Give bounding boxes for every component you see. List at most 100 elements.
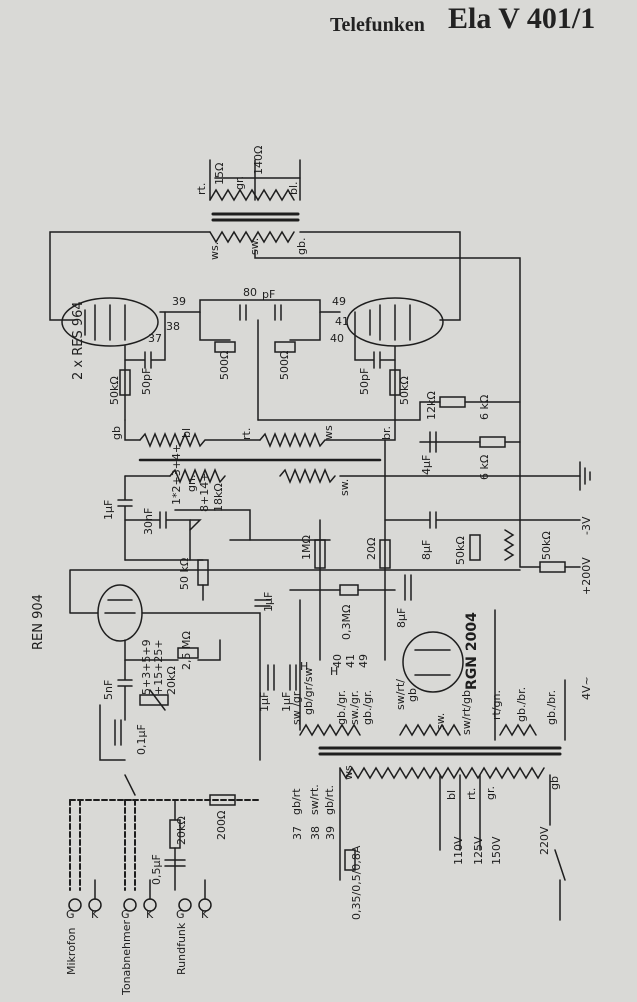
tap-num-4: 41 (344, 654, 357, 668)
res-500a-label: 500Ω (218, 351, 231, 380)
tap-15: 15Ω (213, 163, 226, 185)
tap-label-1: gb/gr/sw (302, 667, 315, 715)
pot-taps-label: 1*2+3+4+ (170, 444, 183, 505)
label-mikrofon: Mikrofon (65, 927, 78, 975)
wire-rt: rt. (240, 428, 253, 440)
gb-br-label: gb./br. (515, 687, 528, 722)
wire-gb: gb (110, 426, 123, 440)
res-20k-label: 20kΩ (175, 816, 188, 845)
rt-gn-label: rt/gn. (490, 690, 503, 720)
pot-val-label: 8+14+ (198, 473, 211, 512)
res-200-label: 200Ω (215, 811, 228, 840)
res-03m-label: 0,3MΩ (340, 605, 353, 640)
mains-gr: gr. (484, 786, 497, 800)
tap-num-1: H (300, 660, 308, 673)
tap-num-5: 49 (357, 654, 370, 668)
pot-20k-label: 20kΩ (165, 666, 178, 695)
cap-1uf-d-label: 1μF (280, 692, 293, 712)
jack-g-2: G (121, 908, 130, 921)
mains-150: 150V (490, 836, 503, 865)
brand-label: Telefunken (330, 14, 425, 36)
pot-seq-label: 5+3+5+9 (140, 639, 153, 695)
cap-pf: pF (262, 288, 275, 301)
tr-num-2: 38 (309, 826, 322, 840)
res-50k-left (119, 369, 131, 396)
res-500a (214, 341, 236, 353)
cap-30nf-label: 30nF (142, 508, 155, 535)
tap-rt: rt. (195, 183, 208, 195)
label-rundfunk: Rundfunk (175, 922, 188, 975)
label-tube-pre: REN 904 (31, 594, 46, 650)
mains-110: 110V (452, 836, 465, 865)
cap-1uf-b-label: 1μF (262, 592, 275, 612)
tap-label-2: gb./gr. (335, 690, 348, 725)
label-tonabnehmer: Tonabnehmer (120, 920, 133, 996)
volt-200: +200V (580, 557, 593, 595)
tap-label-3: sw./gr. (348, 690, 361, 725)
res-50k-mid-label: 50 kΩ (178, 558, 191, 590)
tap-bl: bl. (287, 181, 300, 195)
cap-50pf-right-label: 50pF (358, 368, 371, 395)
pot-seq2-label: +15+25+ (152, 639, 165, 695)
res-50k-b-label: 50kΩ (454, 536, 467, 565)
wire-br: br. (380, 426, 393, 440)
sw-gr-label: sw /gr (290, 691, 303, 725)
rect-wire-1: sw/rt/ (394, 679, 407, 710)
tap-num-3: 40 (331, 654, 344, 668)
res-50k-left-label: 50kΩ (108, 376, 121, 405)
tap-num-2: H (330, 665, 338, 678)
jack-g-3: G (176, 908, 185, 921)
cap-01uf-label: 0,1μF (135, 724, 148, 755)
jack-k-1: K (91, 908, 99, 921)
cap-1uf-label: 1μF (102, 500, 115, 520)
mains-bl: bl (445, 790, 458, 800)
res-6k-b-label: 6 kΩ (478, 455, 491, 480)
tr-ws-label: ws (342, 765, 355, 780)
tap-label-4: gb./gr. (361, 690, 374, 725)
tr-num-3: 39 (324, 826, 337, 840)
jack-g-1: G (66, 908, 75, 921)
v220-label: 220V (538, 826, 551, 855)
tap-140: 140Ω (252, 146, 265, 175)
res-50k-mid (197, 559, 209, 586)
pin-40: 40 (330, 332, 344, 345)
gb-br-label-2: gb./br. (545, 690, 558, 725)
tube-left (61, 297, 159, 347)
pin-49: 49 (332, 295, 346, 308)
res-50k-right (389, 369, 401, 396)
rect-wire-2: gb (406, 688, 419, 702)
fuse-label: 0,35/0,5/0,8A (350, 845, 363, 920)
res-1m-label: 1MΩ (300, 535, 313, 560)
cap-4uf-label: 4μF (420, 455, 433, 475)
pin-39: 39 (172, 295, 186, 308)
pin-37: 37 (148, 332, 162, 345)
tr-left-2: sw/rt. (308, 784, 321, 815)
prim-sw: sw. (248, 238, 261, 255)
res-500b-label: 500Ω (278, 351, 291, 380)
res-500b (274, 341, 296, 353)
jack-k-3: K (201, 908, 209, 921)
wire-bl: bl (180, 428, 193, 438)
res-50k-c-label: 50kΩ (540, 531, 553, 560)
tap-gr: gr. (233, 176, 246, 190)
jack-k-2: K (146, 908, 154, 921)
cap-50pf-left-label: 50pF (140, 368, 153, 395)
mains-rt: rt. (465, 788, 478, 800)
cap-05uf-label: 0,5μF (150, 854, 163, 885)
cap-8uf-a-label: 8μF (420, 540, 433, 560)
res-20-label: 20Ω (365, 538, 378, 560)
prim-ws: ws. (208, 242, 221, 260)
wire-sw: sw. (338, 479, 351, 496)
pin-41: 41 (335, 315, 349, 328)
speaker-winding (209, 188, 295, 202)
label-rectifier: RGN 2004 (464, 612, 480, 690)
sw-rt-gb-label: sw/rt/gb (460, 690, 473, 735)
model-title: Ela V 401/1 (448, 2, 596, 35)
pin-38: 38 (166, 320, 180, 333)
res-12k-label: 12kΩ (425, 391, 438, 420)
label-tubes-power: 2 x RES 964 (71, 301, 86, 380)
res-6k-a-label: 6 kΩ (478, 395, 491, 420)
pot-gn-label: gn. (185, 475, 198, 492)
cap-1uf-c-label: 1μF (258, 692, 271, 712)
